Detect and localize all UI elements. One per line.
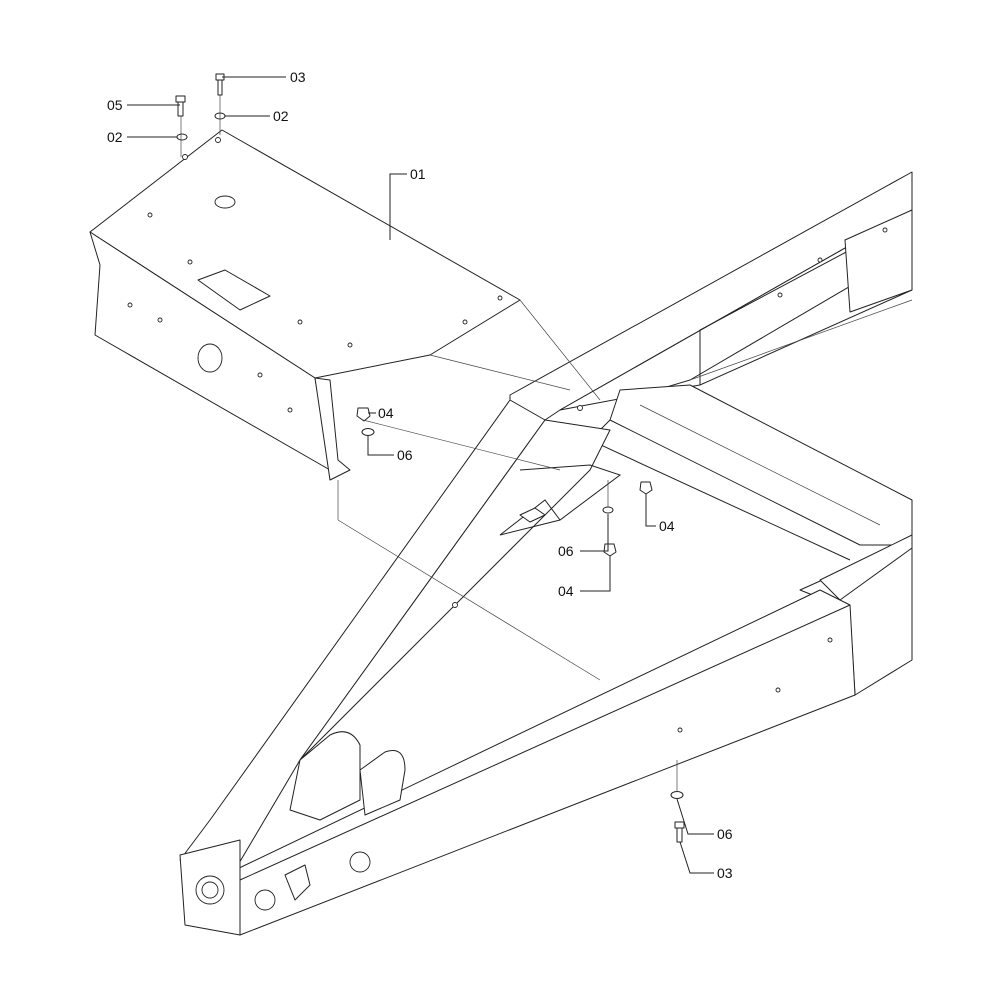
callout-01: 01: [410, 166, 426, 182]
callout-03-top: 03: [290, 69, 306, 85]
callout-02-left: 02: [107, 129, 123, 145]
callout-04-right: 04: [659, 518, 675, 534]
callout-02-right: 02: [273, 108, 289, 124]
side-rail-right: [509, 171, 913, 421]
top-plate: [89, 129, 521, 481]
crossmember: [589, 384, 913, 561]
callout-06-middle: 06: [558, 543, 574, 559]
projection-lines: [180, 95, 678, 792]
frame-holes: [452, 227, 888, 733]
leader-lines: [127, 76, 714, 874]
plate-holes: [127, 137, 503, 413]
callout-06-upper: 06: [397, 447, 413, 463]
hitch-brackets: [179, 731, 406, 936]
callout-03-lower: 03: [717, 865, 733, 881]
callout-04-upper: 04: [378, 405, 394, 421]
callout-06-lower: 06: [717, 826, 733, 842]
rear-beam: [799, 534, 913, 696]
callout-05: 05: [107, 97, 123, 113]
callout-04-middle: 04: [558, 583, 574, 599]
